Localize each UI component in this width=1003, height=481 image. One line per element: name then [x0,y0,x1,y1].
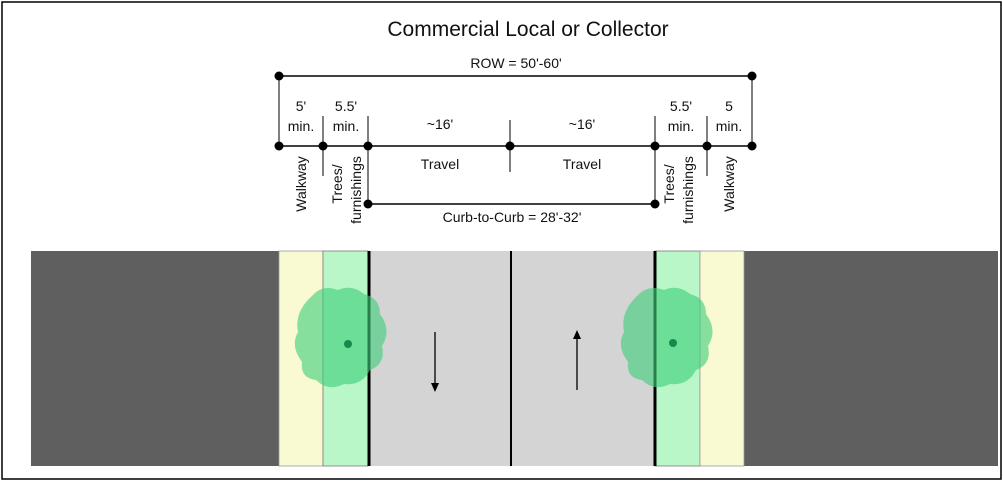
seg4-name-line2: furnishings [680,156,696,224]
building-left [31,251,279,466]
curb-left-endpoint [363,199,373,209]
arrow-down-icon [431,332,439,392]
tree-trunk-right [669,339,677,347]
curb-right-endpoint [650,199,660,209]
tick-trees-left [318,141,328,151]
seg2-dim-line1: ~16' [427,116,453,132]
seg3-name: Travel [563,156,601,172]
plan-view [31,250,998,467]
row-dimension: ROW = 50'-60' [274,55,757,146]
tree-trunk-left [344,340,352,348]
diagram-title: Commercial Local or Collector [387,18,668,41]
tick-walkway-right [747,141,757,151]
segment-dimension-line [274,116,757,204]
tick-curb-left [363,141,373,151]
seg5-dim-line2: min. [716,118,742,134]
curb-dimension: Curb-to-Curb = 28'-32' [363,199,660,225]
seg1-name-line1: Trees/ [329,164,345,203]
seg0-dim-line1: 5' [296,98,306,114]
building-right [744,251,998,466]
tick-curb-right [650,141,660,151]
tick-walkway-left [274,141,284,151]
tree-canopy-right [620,287,713,388]
seg4-dim-line2: min. [668,118,694,134]
seg4-dim-line1: 5.5' [670,98,692,114]
row-right-endpoint [747,71,757,81]
seg5-name: Walkway [721,156,737,212]
row-left-endpoint [274,71,284,81]
curb-label: Curb-to-Curb = 28'-32' [443,209,582,225]
seg1-dim-line2: min. [333,118,359,134]
seg3-dim-line1: ~16' [569,116,595,132]
tick-centerline [505,141,515,151]
arrow-up-icon [573,330,581,390]
tree-canopy-left [294,287,387,388]
seg0-name: Walkway [293,156,309,212]
seg5-dim-line1: 5 [725,98,733,114]
tick-trees-right [702,141,712,151]
seg2-name: Travel [421,156,459,172]
seg1-name-line2: furnishings [348,156,364,224]
seg1-dim-line1: 5.5' [335,98,357,114]
seg4-name-line1: Trees/ [661,164,677,203]
row-label: ROW = 50'-60' [470,55,561,71]
seg0-dim-line2: min. [288,118,314,134]
